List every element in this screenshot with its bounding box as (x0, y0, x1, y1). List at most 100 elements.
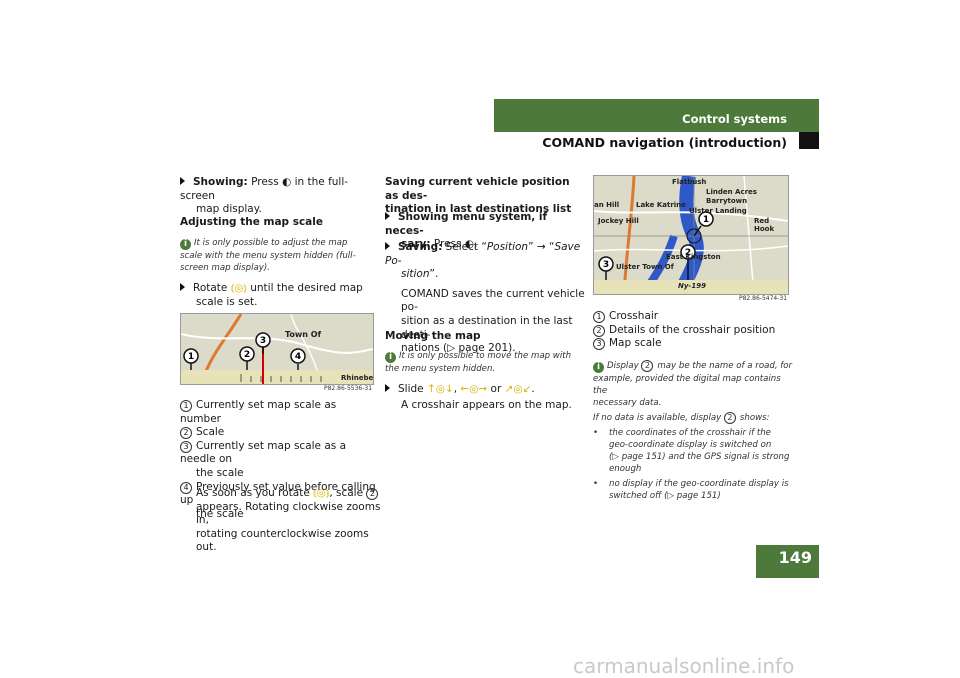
rotate-text: Rotate (193, 282, 228, 294)
showing-text-2: in the full-screen (180, 176, 349, 202)
bullet-text: geo-coordinate display is switched on (609, 440, 772, 450)
info-icon: i (593, 362, 604, 373)
press-knob-icon: ◐ (282, 176, 292, 188)
svg-text:1: 1 (703, 215, 709, 225)
step-label: Saving: (398, 241, 443, 253)
map-label-rhinebec: Rhinebec (341, 374, 374, 382)
note-text: Display (607, 361, 639, 371)
map-scale-figure: 1 2 3 4 Town Of Rhinebec (180, 313, 374, 385)
figure-code-2: P82.86-5474-31 (739, 295, 788, 302)
legend-text: Details of the crosshair position (609, 323, 776, 336)
map-label-jockey: Jockey Hill (598, 217, 639, 225)
scale-paragraph: As soon as you rotate ⦅◎⦆, scale 2 appea… (196, 487, 386, 555)
legend-text: Currently set map scale as a needle on (180, 439, 347, 466)
page-number-box (756, 545, 819, 578)
map-label-katrine: Lake Katrine (636, 201, 686, 209)
step-para: A crosshair appears on the map. (401, 398, 572, 411)
bullet-text: no display if the geo-coordinate display… (609, 479, 789, 489)
rotary-knob-icon: ⦅◎⦆ (313, 487, 330, 499)
svg-text:4: 4 (295, 352, 301, 362)
legend-number: 2 (180, 427, 192, 440)
map-label-linden: Linden Acres (706, 188, 757, 196)
legend-number: 1 (180, 400, 192, 412)
ref-number: 2 (723, 412, 736, 424)
map-label-ulster-town: Ulster Town Of (616, 263, 674, 271)
legend-number: 3 (593, 338, 605, 351)
header-bar (494, 99, 819, 132)
info-icon: i (385, 352, 396, 363)
legend-number: 4 (180, 481, 192, 494)
note-text: It is only possible to adjust the map sc… (180, 238, 356, 273)
step-text: or (490, 383, 502, 395)
svg-text:3: 3 (260, 336, 266, 346)
section-title: Control systems (682, 112, 787, 126)
figure-code-1: P82.86-5536-31 (324, 385, 373, 392)
map-label-town: Town Of (285, 330, 322, 339)
map-label-barrytown: Barrytown (706, 197, 748, 205)
showing-text-3: map display. (196, 203, 262, 216)
press-knob-icon: ◐ (464, 238, 475, 251)
note-text: If no data is available, display (593, 413, 722, 423)
bullet-text: switched off (▷ page 151) (609, 491, 721, 501)
slide-updown-icon: ↑◎↓ (426, 383, 454, 395)
bullet-arrow (385, 242, 390, 250)
step-italic: Position (486, 241, 529, 253)
showing-label: Showing: (193, 176, 248, 188)
bullet-arrow (180, 283, 185, 291)
step-para: nations (▷ page 201). (401, 342, 516, 355)
bullet-text: the coordinates of the crosshair if the (609, 428, 771, 438)
step-para: COMAND saves the current vehicle po- (401, 287, 585, 314)
note-text: example, provided the digital map contai… (593, 374, 781, 396)
legend-text: Crosshair (609, 310, 659, 322)
svg-text:2: 2 (244, 350, 250, 360)
showing-text: Press (251, 176, 279, 188)
heading-save-position: Saving current vehicle position as des- … (385, 176, 585, 217)
para-text: , scale (329, 487, 364, 499)
rotary-knob-icon: ⦅◎⦆ (230, 282, 247, 294)
legend-text: Previously set value before calling up (180, 480, 376, 507)
map-label-flatbush: Flatbush (672, 178, 707, 186)
para-text: appears. Rotating clockwise zooms in, (196, 500, 381, 527)
map-label-ny: Ny-199 (678, 282, 706, 290)
map-label-redhook: Red Hook (754, 217, 775, 233)
map-crosshair-figure: 1 2 3 Flatbush Linden Acres Barrytown an… (593, 175, 789, 295)
legend-text: Currently set map scale as number (180, 399, 337, 425)
svg-text:3: 3 (603, 260, 609, 270)
step-text: Select “ (445, 241, 487, 253)
step-text: Showing menu system, if neces- (385, 211, 548, 237)
note-text: necessary data. (593, 398, 662, 408)
map-label-ulster: Ulster Landing (689, 207, 747, 215)
svg-text:2: 2 (685, 248, 691, 258)
slide-diagonal-icon: ↗◎↙ (504, 383, 532, 395)
step-saving: Saving: Select “Position” → “Save Po- si… (385, 241, 585, 356)
step-italic: Save Po- (385, 241, 581, 267)
note-text: It is only possible to move the map with… (385, 351, 572, 374)
step-label: sary: (401, 238, 431, 251)
step-text: ”. (429, 268, 439, 281)
bullet-text: (▷ page 151) and the GPS signal is stron… (609, 452, 790, 462)
legend-text: the scale (196, 507, 244, 520)
bullet-dot: • (593, 479, 599, 489)
legend-text: Scale (196, 426, 225, 439)
rotate-step: Rotate ⦅◎⦆ until the desired map scale i… (180, 282, 380, 309)
bullet-arrow (385, 384, 390, 392)
legend-number: 3 (180, 440, 192, 453)
step-text: , (453, 383, 458, 395)
step-text: . (531, 383, 535, 395)
legend-number: 1 (593, 311, 605, 323)
map-label-eastk: East Kingston (666, 253, 721, 261)
legend-text: Map scale (609, 337, 662, 350)
page-number: 149 (778, 548, 812, 567)
footer-watermark[interactable]: carmanualsonline.info (573, 654, 795, 678)
step-text: Press (433, 238, 462, 251)
heading-adjust-scale: Adjusting the map scale (180, 216, 323, 228)
slide-leftright-icon: ←◎→ (460, 383, 488, 395)
svg-text:1: 1 (188, 352, 194, 362)
heading-line: tination in last destinations list (385, 203, 572, 216)
showing-step: Showing: Press ◐ in the full-screen map … (180, 176, 380, 217)
bullet-item: • no display if the geo-coordinate displ… (593, 478, 793, 502)
